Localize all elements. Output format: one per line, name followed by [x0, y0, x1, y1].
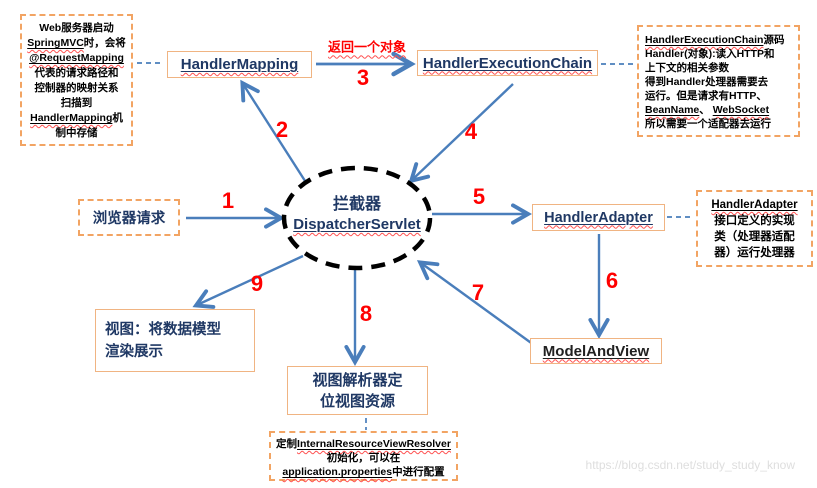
arrow-step-7	[416, 260, 535, 346]
node-handler-execution-chain: HandlerExecutionChain	[417, 50, 598, 76]
step-number-1: 1	[221, 188, 235, 213]
step-number-7: 7	[471, 280, 485, 305]
model-and-view-label: ModelAndView	[542, 342, 650, 360]
arrow-step-4	[408, 83, 514, 184]
return-object-label: 返回一个对象	[327, 39, 407, 55]
browser-request-label: 浏览器请求	[92, 211, 166, 227]
step-number-2: 2	[275, 117, 289, 142]
step-number-6: 6	[605, 268, 619, 293]
node-browser-request: 浏览器请求	[78, 199, 180, 236]
dispatcher-servlet-ellipse	[281, 165, 433, 271]
handler-adapter-label: HandlerAdapter	[544, 209, 653, 226]
step-number-4: 4	[464, 119, 478, 144]
watermark-url: https://blog.csdn.net/study_study_know	[585, 458, 795, 472]
arrow-step-9	[192, 254, 304, 309]
view-render-label: 视图：将数据模型 渲染展示	[105, 321, 221, 360]
step-number-9: 9	[250, 271, 264, 296]
arrow-step-2	[240, 79, 309, 185]
handler-execution-chain-label: HandlerExecutionChain	[422, 54, 593, 72]
handler-mapping-label: HandlerMapping	[180, 56, 299, 73]
node-model-and-view: ModelAndView	[530, 338, 662, 364]
step-number-5: 5	[472, 184, 486, 209]
node-dispatcher-servlet: 拦截器 DispatcherServlet	[284, 194, 430, 235]
node-view-render: 视图：将数据模型 渲染展示	[95, 309, 255, 372]
view-resolver-label: 视图解析器定 位视图资源	[312, 371, 403, 410]
node-view-resolver: 视图解析器定 位视图资源	[287, 366, 428, 415]
dispatcher-line2: DispatcherServlet	[293, 216, 421, 233]
node-handler-adapter: HandlerAdapter	[532, 204, 665, 231]
step-number-8: 8	[359, 301, 373, 326]
step-number-3: 3	[356, 65, 370, 90]
node-handler-mapping: HandlerMapping	[167, 51, 312, 78]
dispatcher-line1: 拦截器	[332, 196, 381, 213]
